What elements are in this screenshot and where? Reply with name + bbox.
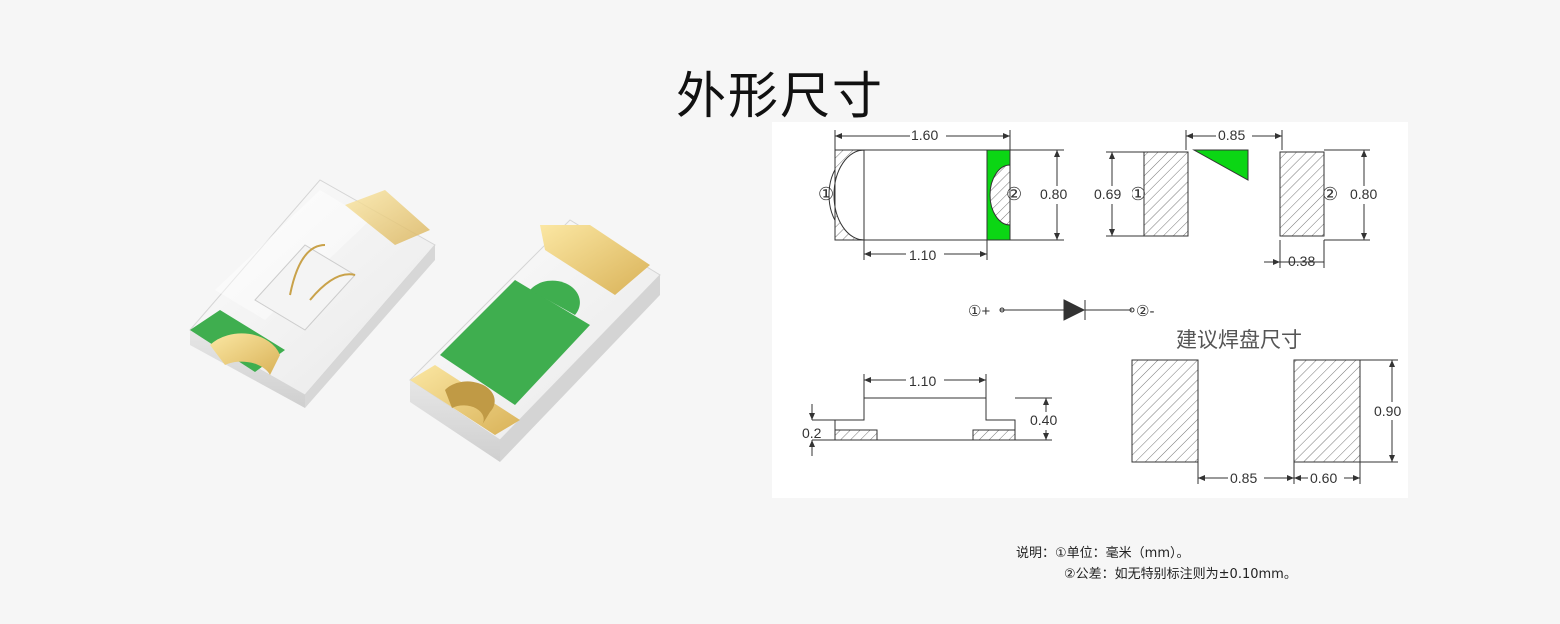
footprint-dim-gap: 0.85 xyxy=(1230,470,1257,486)
notes: 说明：①单位：毫米（mm）。 ②公差：如无特别标注则为±0.10mm。 xyxy=(1016,543,1297,585)
bottom-pin2-label: ② xyxy=(1322,184,1338,204)
bottom-dim-height-right: 0.80 xyxy=(1350,186,1377,202)
note-line-1: 说明：①单位：毫米（mm）。 xyxy=(1016,546,1190,561)
footprint-view xyxy=(1131,359,1398,484)
footprint-dim-pad: 0.60 xyxy=(1310,470,1337,486)
top-dim-inner: 1.10 xyxy=(909,247,936,263)
note-line-2: ②公差：如无特别标注则为±0.10mm。 xyxy=(1064,567,1297,582)
polarity-cathode: ②- xyxy=(1136,303,1154,320)
side-dim-total: 0.40 xyxy=(1030,412,1057,428)
top-dim-length: 1.60 xyxy=(911,127,938,143)
top-pin2-label: ② xyxy=(1006,184,1022,204)
bottom-pin1-label: ① xyxy=(1130,184,1146,204)
top-dim-height: 0.80 xyxy=(1040,186,1067,202)
bottom-dim-height-left: 0.69 xyxy=(1094,186,1121,202)
led-product-photo xyxy=(189,179,661,462)
led-chip-front xyxy=(189,179,436,408)
side-dim-top: 1.10 xyxy=(909,373,936,389)
footprint-title: 建议焊盘尺寸 xyxy=(1176,329,1302,352)
side-dim-thick: 0.2 xyxy=(802,425,822,441)
polarity-anode: ①+ xyxy=(968,303,990,320)
bottom-dim-center: 0.85 xyxy=(1218,127,1245,143)
bottom-view xyxy=(1106,130,1370,268)
led-chip-back xyxy=(409,219,661,462)
footprint-dim-height: 0.90 xyxy=(1374,403,1401,419)
bottom-dim-pad: 0.38 xyxy=(1288,253,1315,269)
top-pin1-label: ① xyxy=(818,184,834,204)
polarity-symbol xyxy=(999,299,1135,321)
dimension-drawing: ① ② 1.60 1.10 0.80 ① ② 0.85 0.69 0.80 0.… xyxy=(772,122,1408,498)
page-title: 外形尺寸 xyxy=(676,67,884,125)
top-view xyxy=(828,130,1064,260)
side-view xyxy=(809,374,1052,456)
